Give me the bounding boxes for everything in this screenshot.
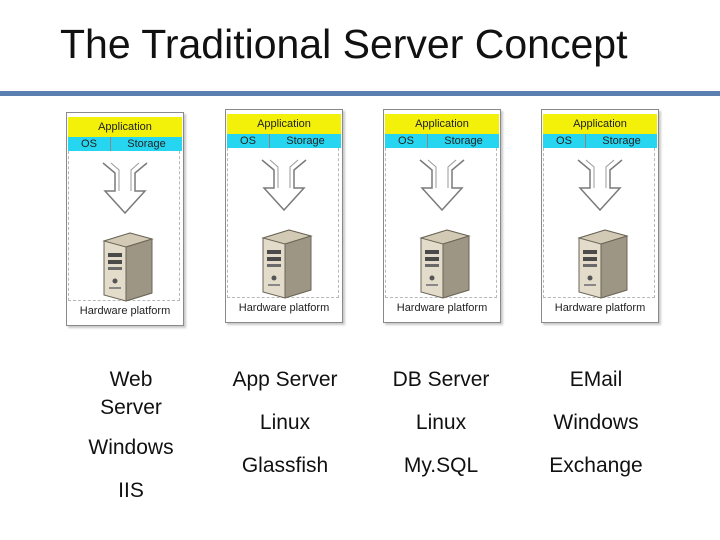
application-layer: Application: [227, 114, 341, 134]
storage-label: Storage: [269, 134, 341, 148]
os-storage-layer: OS Storage: [68, 137, 182, 151]
application-layer: Application: [68, 117, 182, 137]
server-diagram-email: Application OS Storage Hardware platform: [541, 109, 659, 323]
server-tower-icon: [261, 229, 313, 299]
os-value: Windows: [88, 436, 174, 459]
software-value: IIS: [118, 479, 144, 502]
page-title: The Traditional Server Concept: [60, 21, 628, 67]
server-diagram-web: Application OS Storage Hardware platform: [66, 112, 184, 326]
title-rule: [0, 91, 720, 96]
application-layer: Application: [543, 114, 657, 134]
down-arrow-icon: [261, 159, 307, 212]
down-arrow-icon: [102, 162, 148, 215]
storage-label: Storage: [585, 134, 657, 148]
column-email: EMail Windows Exchange: [521, 366, 671, 495]
column-db-server: DB Server Linux My.SQL: [366, 366, 516, 495]
hardware-platform-label: Hardware platform: [79, 305, 171, 317]
server-diagram-db: Application OS Storage Hardware platform: [383, 109, 501, 323]
down-arrow-icon: [577, 159, 623, 212]
role-label: Web Server: [100, 368, 162, 419]
os-storage-layer: OS Storage: [385, 134, 499, 148]
server-tower-icon: [102, 232, 154, 302]
os-value: Windows: [553, 411, 639, 434]
down-arrow-icon: [419, 159, 465, 212]
os-storage-layer: OS Storage: [543, 134, 657, 148]
os-label: OS: [240, 135, 256, 147]
os-label: OS: [398, 135, 414, 147]
storage-label: Storage: [110, 137, 182, 151]
hardware-platform-label: Hardware platform: [238, 302, 330, 314]
server-diagram-app: Application OS Storage Hardware platform: [225, 109, 343, 323]
software-value: My.SQL: [403, 454, 479, 477]
server-tower-icon: [419, 229, 471, 299]
column-web-server: Web Server Windows IIS: [56, 366, 206, 520]
os-storage-layer: OS Storage: [227, 134, 341, 148]
storage-label: Storage: [427, 134, 499, 148]
os-label: OS: [556, 135, 572, 147]
role-label: App Server: [232, 368, 338, 391]
column-app-server: App Server Linux Glassfish: [210, 366, 360, 495]
application-layer: Application: [385, 114, 499, 134]
software-value: Exchange: [549, 454, 643, 477]
software-value: Glassfish: [241, 454, 329, 477]
os-label: OS: [81, 138, 97, 150]
hardware-platform-label: Hardware platform: [396, 302, 488, 314]
role-label: DB Server: [392, 368, 490, 391]
os-value: Linux: [259, 411, 311, 434]
hardware-platform-label: Hardware platform: [554, 302, 646, 314]
role-label: EMail: [569, 368, 623, 391]
os-value: Linux: [415, 411, 467, 434]
server-tower-icon: [577, 229, 629, 299]
